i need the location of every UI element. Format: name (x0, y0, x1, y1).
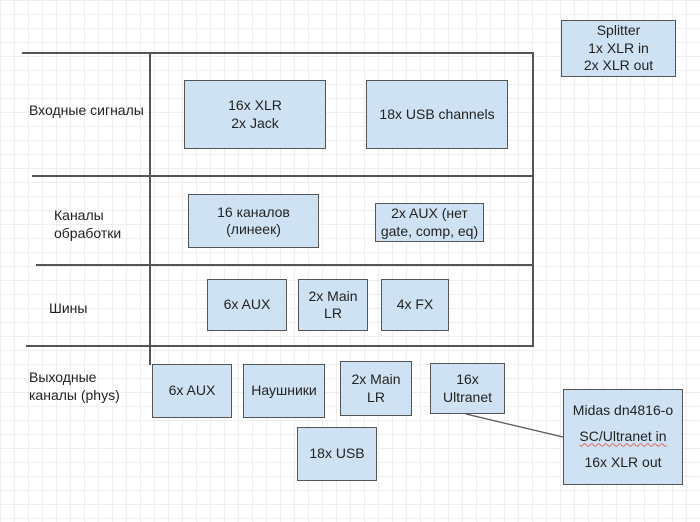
row-divider-top (22, 52, 534, 54)
output-ultranet-box: 16x Ultranet (430, 363, 505, 414)
output-usb-box: 18x USB (297, 427, 377, 481)
row-label-processing: Каналы обработки (54, 207, 122, 241)
splitter-box: Splitter 1x XLR in 2x XLR out (561, 20, 676, 77)
row-label-inputs: Входные сигналы (29, 102, 144, 118)
midas-box: Midas dn4816-o SC/Ultranet in 16x XLR ou… (563, 389, 683, 485)
row-label-buses: Шины (49, 300, 88, 316)
input-usb-channels-box: 18x USB channels (366, 80, 508, 149)
input-xlr-jack-box: 16x XLR 2x Jack (184, 80, 326, 149)
row-label-outputs: Выходные каналы (phys) (29, 369, 120, 403)
output-column-divider (149, 345, 151, 365)
output-headphones-box: Наушники (243, 364, 325, 418)
bus-aux-box: 6x AUX (207, 279, 287, 331)
bus-main-lr-box: 2x Main LR (298, 279, 368, 331)
processing-channels-box: 16 каналов (линеек) (188, 194, 319, 248)
processing-aux-box: 2x AUX (нет gate, comp, eq) (375, 203, 484, 242)
output-main-lr-box: 2x Main LR (340, 361, 412, 416)
right-border-line (532, 52, 534, 346)
label-column-divider (149, 52, 151, 346)
row-divider-1 (32, 175, 534, 177)
midas-sc-ultranet-text: SC/Ultranet in (579, 428, 667, 445)
bus-fx-box: 4x FX (381, 279, 449, 331)
row-divider-2 (36, 264, 534, 266)
row-divider-3 (26, 345, 534, 347)
output-aux-box: 6x AUX (152, 364, 232, 418)
